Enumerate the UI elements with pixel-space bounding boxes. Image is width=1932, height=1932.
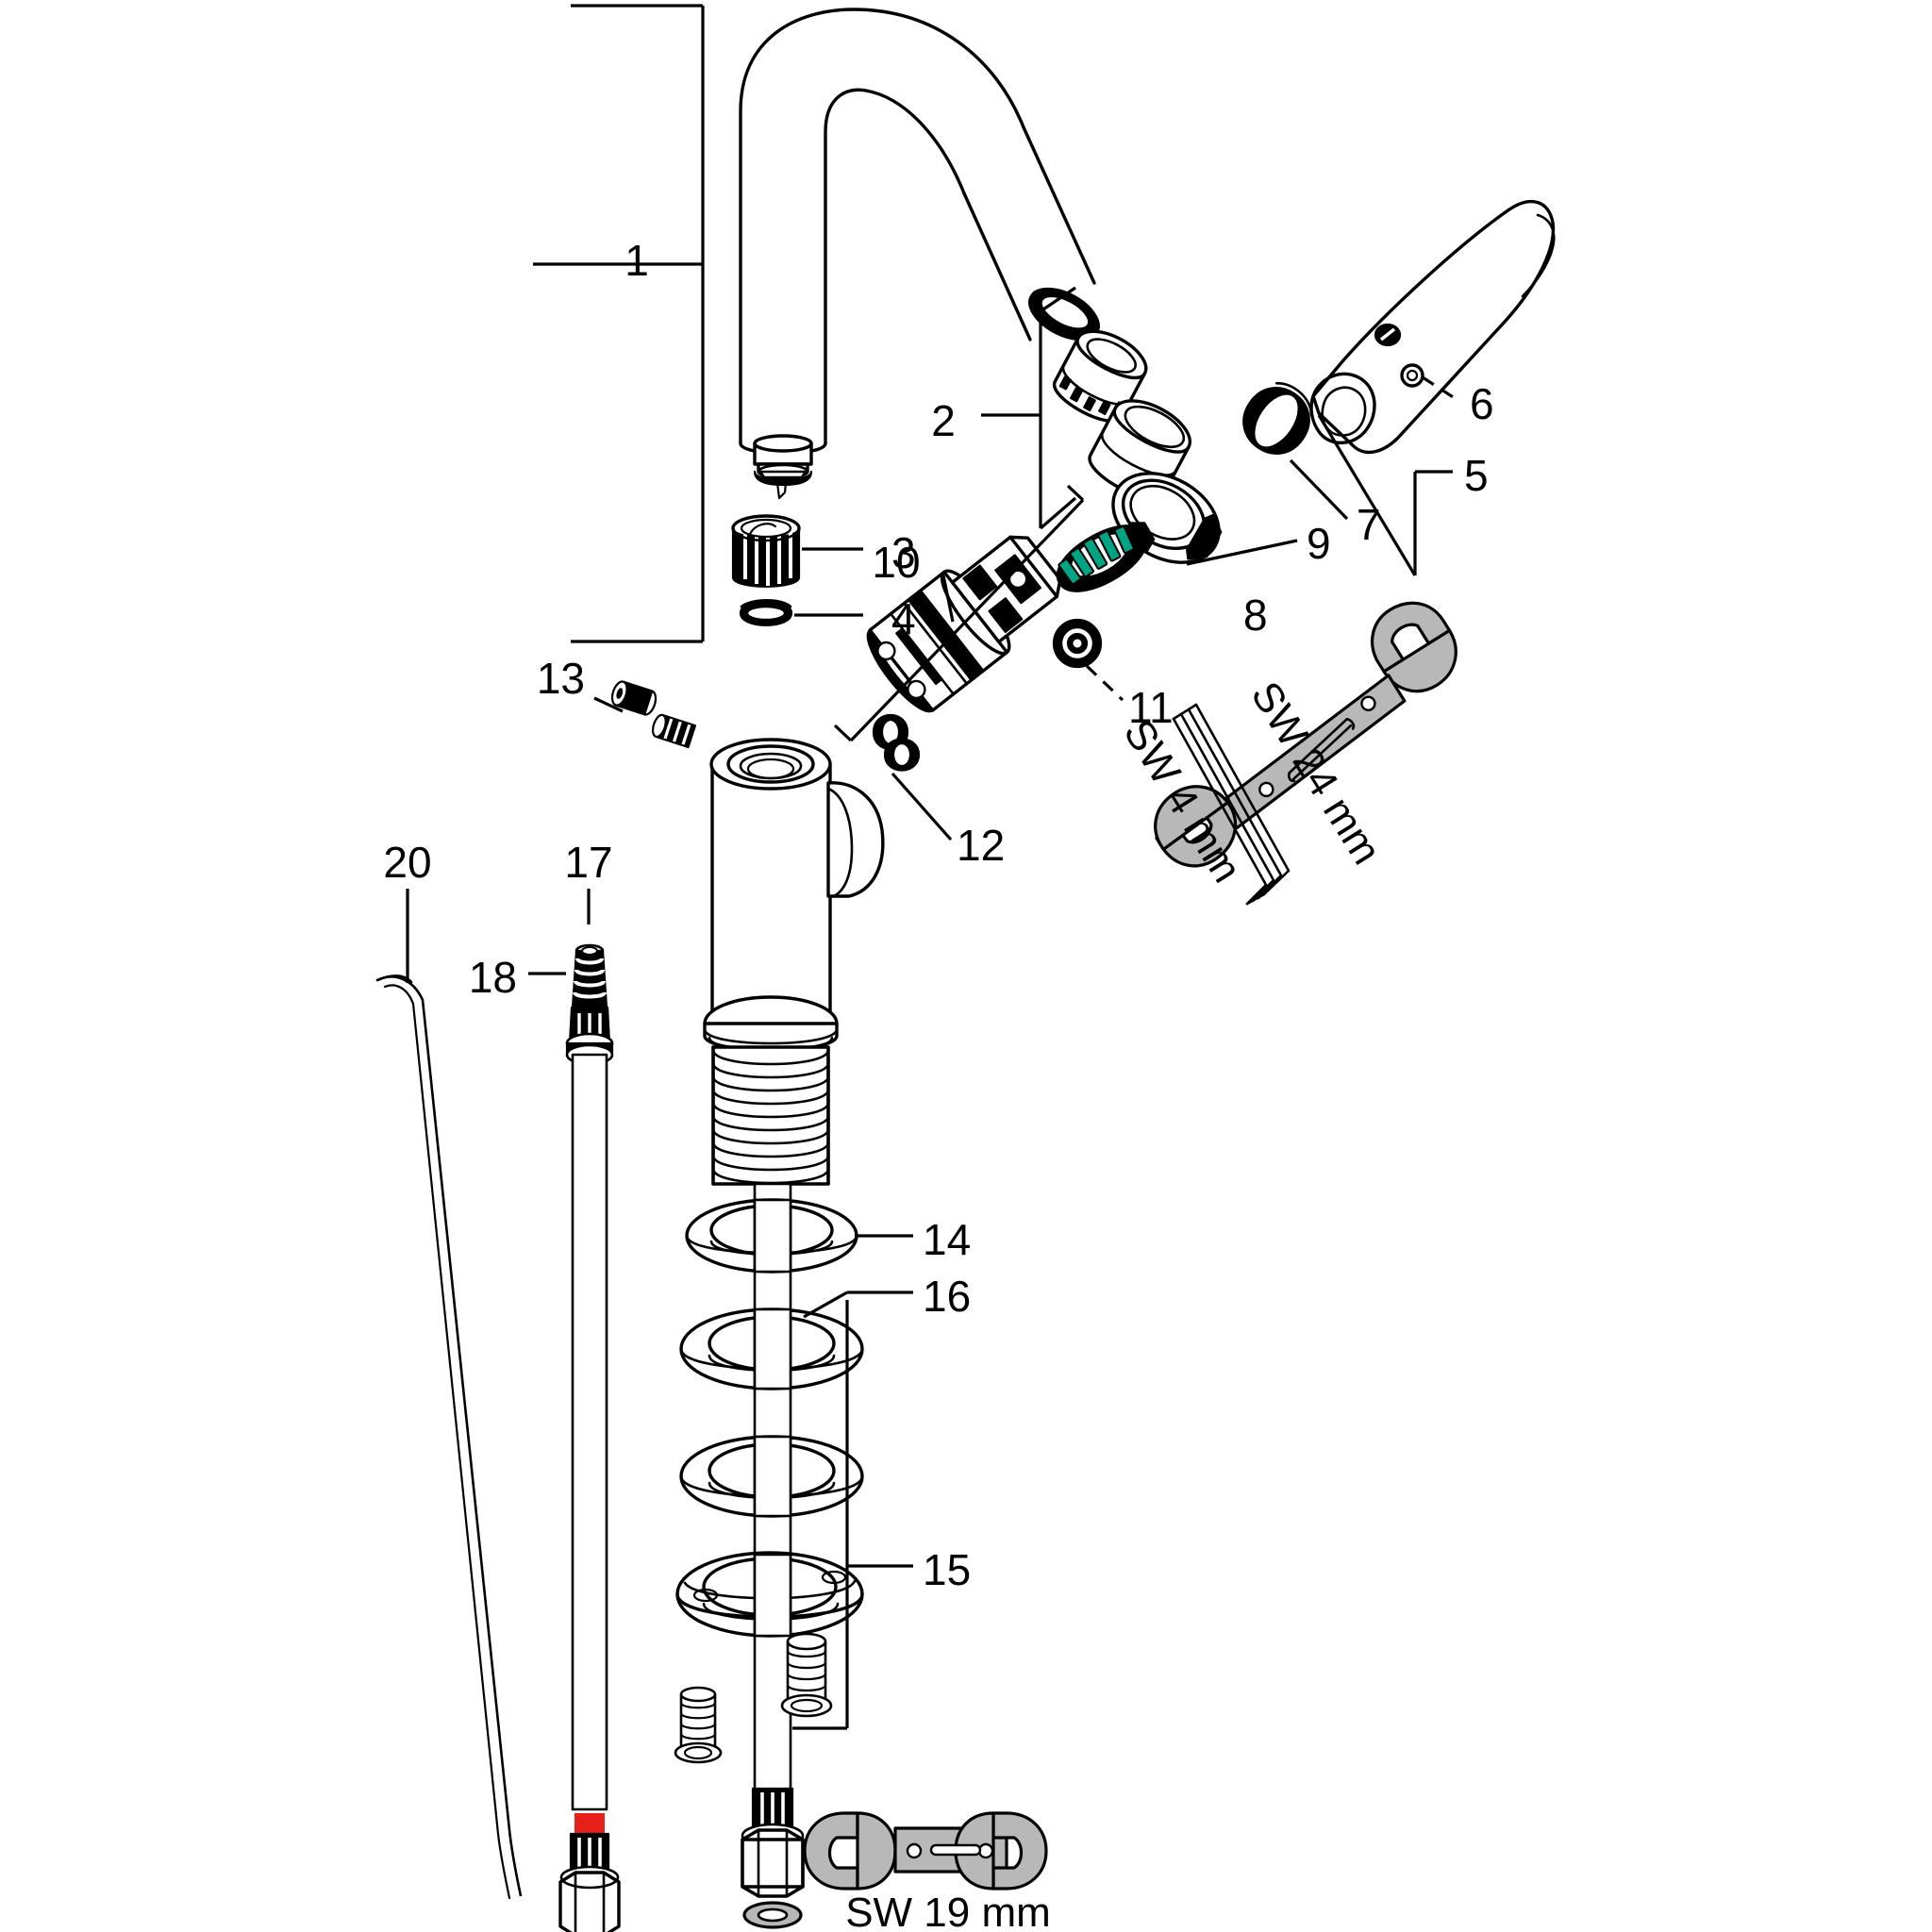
callout-label-8: 8: [1243, 591, 1268, 640]
part-16-base-seal: [679, 1307, 864, 1391]
part-15-stud-screws: [674, 1632, 833, 1764]
callout-label-12: 12: [957, 821, 1005, 870]
callout-label-9: 9: [1307, 519, 1331, 568]
tool-label-sw19: SW 19 mm: [845, 1890, 1051, 1932]
callout-label-13: 13: [537, 654, 585, 703]
part-15-mounting-plate: [675, 1551, 864, 1638]
callout-label-1: 1: [625, 236, 649, 285]
callout-label-17: 17: [564, 838, 612, 887]
part-1-spout-tube: [739, 8, 1096, 500]
callout-label-19: 19: [668, 1927, 716, 1932]
callout-label-16: 16: [923, 1272, 971, 1321]
tool-wrench-19mm: [803, 1811, 1048, 1890]
tool-label-sw24: SW 24 mm: [1242, 674, 1391, 872]
callout-label-3: 3: [891, 528, 916, 577]
callout-label-6: 6: [1470, 379, 1494, 428]
callout-label-5: 5: [1464, 451, 1489, 500]
part-20-pull-rod: [375, 974, 523, 1900]
callout-label-14: 14: [923, 1215, 971, 1264]
part-7-cover-ring: [1242, 382, 1313, 455]
part-4-o-ring: [739, 598, 793, 626]
callout-label-2: 2: [931, 396, 956, 445]
part-17-flexible-hose: [558, 943, 621, 1932]
callout-label-20: 20: [383, 838, 431, 887]
part-2-aerator-assembly: [1028, 287, 1192, 501]
callout-label-10: 10: [872, 538, 920, 587]
callout-label-15: 15: [923, 1545, 971, 1594]
callout-label-7: 7: [1357, 500, 1381, 549]
callout-label-4: 4: [891, 594, 916, 643]
callout-leaders: [406, 4, 1458, 1730]
tool-wrench-24mm: [1154, 601, 1457, 868]
tool-allen-key-4mm: [1172, 703, 1291, 906]
part-10b-teal-lock-ring: [1056, 522, 1156, 592]
part-11-screw-plug: [1052, 618, 1103, 669]
part-15-lower-ring: [679, 1435, 864, 1518]
callout-label-18: 18: [469, 953, 517, 1002]
part-3-flow-regulator: [731, 514, 801, 588]
part-5-lever-handle: [1309, 199, 1556, 455]
tool-label-sw4: SW 4 mm: [1115, 711, 1251, 891]
part-13-set-screws: [610, 680, 696, 749]
part-10-ceramic-cartridge: [866, 535, 1062, 713]
part-6-grub-screw: [1400, 363, 1424, 388]
callout-label-11: 11: [1128, 683, 1174, 732]
riser-bottom-connector: [741, 1787, 805, 1929]
part-12-o-ring-pair: [872, 713, 921, 772]
